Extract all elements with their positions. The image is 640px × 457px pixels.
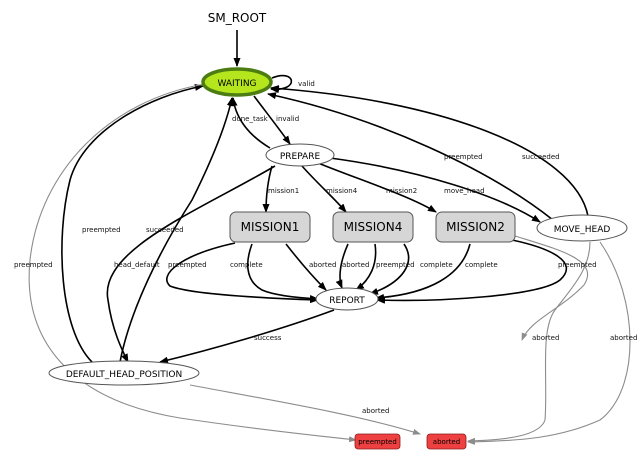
state-prepare[interactable]: PREPARE	[265, 143, 335, 167]
state-mission1[interactable]: MISSION1	[229, 211, 311, 243]
edge-mission2	[317, 162, 437, 213]
edge-root-preempted	[28, 83, 357, 443]
label-mission1: mission1	[268, 187, 299, 195]
state-prepare-label: PREPARE	[280, 152, 321, 162]
label-movehead-succeeded: succeeded	[522, 153, 560, 161]
edge-movehead-aborted-1	[467, 241, 591, 444]
edge-m4-preempted	[355, 243, 377, 291]
label-m1-preempted: preempted	[168, 261, 207, 269]
outcome-preempted[interactable]: preempted	[354, 433, 401, 450]
label-m4-preempted: preempted	[376, 261, 415, 269]
state-waiting[interactable]: WAITING	[201, 67, 273, 97]
edge-labels: valid done_task invalid preempted succee…	[14, 80, 637, 415]
edge-mission1	[262, 165, 273, 213]
label-mission4: mission4	[326, 187, 358, 195]
edge-dhp-aborted	[189, 384, 421, 435]
label-mission2: mission2	[386, 187, 417, 195]
nodes: SM_ROOT WAITING PREPARE MISSION1 MISSION…	[48, 11, 628, 450]
outcome-aborted[interactable]: aborted	[426, 433, 467, 450]
label-m1-complete: complete	[230, 261, 263, 269]
state-move-head[interactable]: MOVE_HEAD	[536, 214, 628, 242]
edge-m1-complete	[246, 243, 319, 303]
edge-mission4	[301, 165, 347, 213]
state-mission2[interactable]: MISSION2	[435, 211, 516, 243]
label-movehead-aborted-2: aborted	[610, 334, 637, 342]
label-movehead-aborted-1: aborted	[532, 334, 559, 342]
state-mission4-label: MISSION4	[344, 220, 403, 234]
label-valid: valid	[298, 80, 315, 88]
label-dhp-aborted: aborted	[362, 407, 389, 415]
edge-m4-aborted	[335, 243, 349, 289]
edge-m2-preempted	[376, 239, 568, 304]
label-move-head: move_head	[444, 187, 485, 195]
label-m4-complete: complete	[420, 261, 453, 269]
edge-m2-complete	[375, 243, 471, 301]
label-dhp-succeeded: succeeded	[146, 226, 184, 234]
state-report-label: REPORT	[329, 296, 365, 306]
edge-m2-aborted	[514, 235, 589, 341]
state-mission4[interactable]: MISSION4	[332, 211, 414, 243]
edges	[28, 30, 631, 445]
label-dhp-preempted: preempted	[82, 226, 121, 234]
state-mission2-label: MISSION2	[446, 220, 505, 234]
edge-move-head	[329, 157, 541, 223]
edge-movehead-succeeded	[270, 85, 589, 217]
label-root-preempted: preempted	[14, 261, 53, 269]
label-m2-complete: complete	[465, 261, 498, 269]
label-success: success	[254, 334, 282, 342]
state-default-head-position-label: DEFAULT_HEAD_POSITION	[66, 370, 182, 380]
label-done-task: done_task	[232, 115, 269, 123]
edge-m1-aborted	[285, 243, 327, 291]
state-move-head-label: MOVE_HEAD	[554, 225, 611, 235]
label-invalid: invalid	[276, 115, 299, 123]
edge-done-task	[230, 97, 271, 149]
edge-movehead-aborted-2	[467, 241, 631, 445]
edge-success	[159, 309, 335, 364]
outcome-aborted-label: aborted	[433, 438, 460, 446]
label-m4-aborted: aborted	[342, 261, 369, 269]
label-m1-aborted: aborted	[309, 261, 336, 269]
edge-dhp-succeeded	[119, 97, 234, 363]
edge-dhp-preempted	[61, 84, 204, 363]
label-m2-preempted: preempted	[558, 261, 597, 269]
edge-m4-complete	[369, 243, 410, 295]
label-head-default: head_default	[114, 261, 160, 269]
outcome-preempted-label: preempted	[358, 438, 397, 446]
state-waiting-label: WAITING	[217, 79, 256, 89]
edge-head-default	[106, 165, 276, 363]
edge-valid-loop	[270, 74, 293, 94]
edge-invalid	[253, 95, 291, 145]
label-movehead-preempted: preempted	[444, 153, 483, 161]
state-report[interactable]: REPORT	[315, 287, 379, 311]
root-label: SM_ROOT	[208, 11, 267, 25]
edge-m1-preempted	[166, 242, 319, 304]
state-default-head-position[interactable]: DEFAULT_HEAD_POSITION	[48, 360, 200, 386]
state-mission1-label: MISSION1	[241, 220, 300, 234]
edge-movehead-preempted	[267, 92, 554, 221]
